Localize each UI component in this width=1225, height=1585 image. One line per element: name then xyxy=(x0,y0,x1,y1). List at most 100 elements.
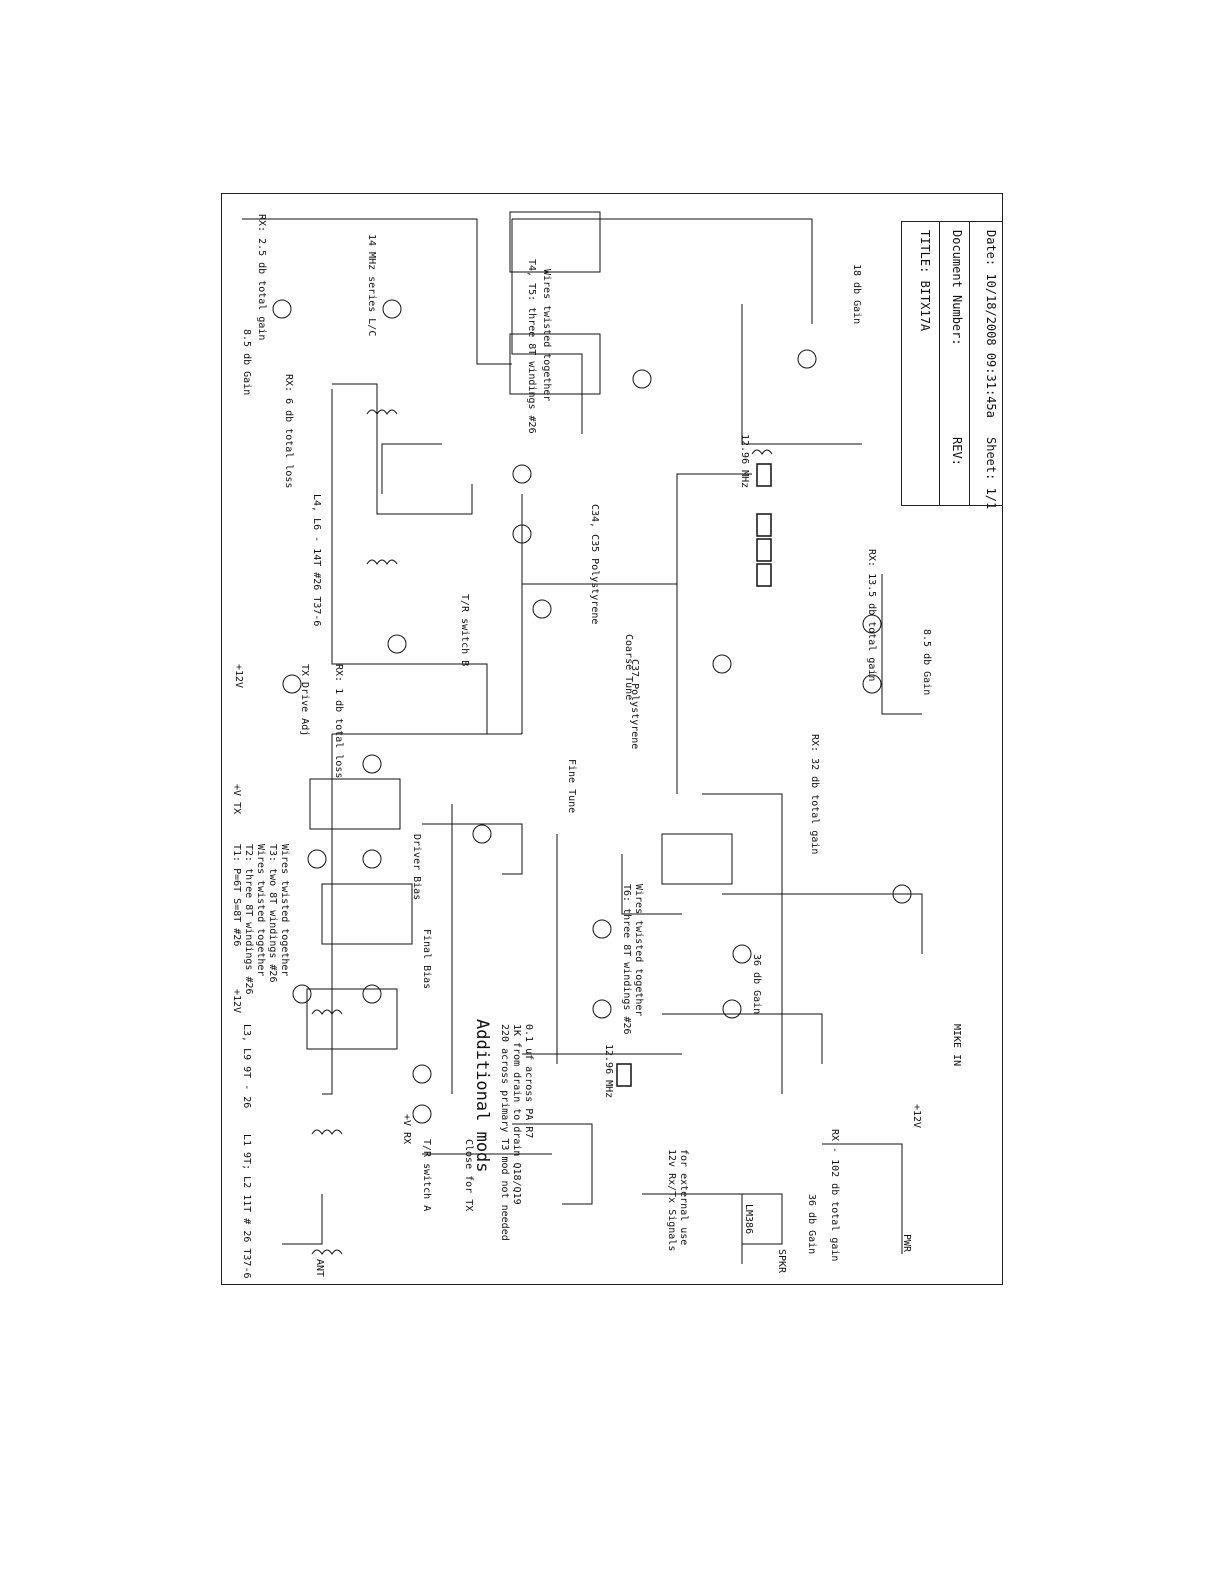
wire xyxy=(822,1143,903,1254)
transistor-q14 xyxy=(592,999,612,1019)
inductor-l6 xyxy=(366,409,398,415)
transistor-q20 xyxy=(282,674,302,694)
crystal-label: 12.96 MHz xyxy=(603,1044,614,1099)
transistor-q8 xyxy=(532,599,552,619)
gain-label: 8.5 db Gain xyxy=(921,629,932,696)
inductor-l3 xyxy=(311,1009,343,1015)
crystal-label: 12.96 MHz xyxy=(739,434,750,489)
ic-label: LM386 xyxy=(743,1204,754,1235)
tr-switch-label: T/R switch A xyxy=(421,1139,432,1212)
series-lc-label: 14 MHz series L/C xyxy=(366,234,377,337)
wire xyxy=(722,893,923,954)
transistor-q9 xyxy=(797,349,817,369)
transistor-q19 xyxy=(362,849,382,869)
wire xyxy=(702,793,783,1094)
date-text: Date: 10/18/2008 09:31:45a xyxy=(984,230,998,418)
transistor-q11 xyxy=(862,614,882,634)
mods-note: 1K from drain to drain Q18/Q19 xyxy=(511,1024,522,1205)
inductor-l4 xyxy=(366,559,398,565)
loss-label: RX: 6 db total loss xyxy=(283,374,294,489)
transformer-note: T1: P=6T S=8T #26 xyxy=(231,844,242,947)
transistor-q6 xyxy=(512,464,532,484)
wire xyxy=(512,218,813,324)
inductor-note: L3, L9 9T - 26 xyxy=(241,1024,252,1109)
gain-label: RX: 13.5 db total gain xyxy=(866,549,877,682)
mods-title: Additional mods xyxy=(472,1019,492,1173)
wire xyxy=(676,473,752,584)
gain-label: 18 db Gain xyxy=(851,264,862,325)
polystyrene-note: C34, C35 Polystyrene xyxy=(589,504,600,625)
transformer-t2 xyxy=(321,883,413,945)
wire xyxy=(381,443,442,494)
transistor-q13 xyxy=(712,654,732,674)
inductor-note: L4, L6 - 14T #26 T37-6 xyxy=(311,494,322,627)
gain-label: RX: 2.5 db total gain xyxy=(256,214,267,341)
title-cell xyxy=(902,222,940,505)
wire xyxy=(332,383,473,515)
wire xyxy=(881,574,922,715)
power-label: PWR xyxy=(901,1234,912,1253)
mods-note: 0.1 uf across PA R7 xyxy=(523,1024,534,1139)
transistor-q2 xyxy=(362,984,382,1004)
ic-lm386 xyxy=(741,1193,783,1245)
supply-label: +12V xyxy=(233,664,244,689)
crystal-x4 xyxy=(756,563,772,587)
transformer-t4 xyxy=(509,333,601,395)
signals-note: for external use xyxy=(678,1149,689,1246)
transformer-note: T6: three 8T windings #26 xyxy=(621,884,632,1035)
rev-text: REV: xyxy=(950,437,964,466)
close-tx-label: Close for TX xyxy=(463,1139,474,1212)
document-cell xyxy=(940,222,970,505)
transistor-q18 xyxy=(307,849,327,869)
sheet-text: Sheet: 1/1 xyxy=(984,437,998,510)
transistor-q16 xyxy=(722,999,742,1019)
inductor-l5 xyxy=(751,449,773,455)
supply-label: +12V xyxy=(231,989,242,1014)
final-bias-label: Final Bias xyxy=(421,929,432,990)
wire xyxy=(741,304,862,445)
transformer-t5 xyxy=(509,211,601,273)
transistor-q23 xyxy=(387,634,407,654)
mic-label: MIKE IN xyxy=(951,1024,962,1067)
transformer-note: Wires twisted together xyxy=(255,844,266,977)
transistor-q15 xyxy=(892,884,912,904)
wire xyxy=(512,1123,593,1205)
transformer-t1 xyxy=(306,988,398,1050)
vtx-label: +V TX xyxy=(231,784,242,815)
transformer-t6 xyxy=(661,833,733,885)
transistor-q1 xyxy=(292,984,312,1004)
transistor-q26 xyxy=(472,824,492,844)
signals-note: 12v Rx/Tx Signals xyxy=(666,1149,677,1252)
gain-label: RX - 102 db total gain xyxy=(829,1129,840,1262)
title-block: TITLE: BITX17A Document Number: REV: Dat… xyxy=(901,221,1003,510)
transformer-note: Wires twisted together xyxy=(541,269,552,402)
wire xyxy=(642,1193,743,1264)
wire xyxy=(621,854,682,915)
speaker-label: SPKR xyxy=(776,1249,787,1274)
transformer-note: T2: three 8T windings #26 xyxy=(243,844,254,995)
transformer-note: Wires twisted together xyxy=(633,884,644,1017)
crystal-x2 xyxy=(756,513,772,537)
transistor-q22 xyxy=(412,1104,432,1124)
crystal-x1 xyxy=(756,463,772,487)
inductor-l2 xyxy=(311,1129,343,1135)
transformer-note: T4, T5: three 8T windings #26 xyxy=(526,259,537,434)
gain-label: 36 db Gain xyxy=(751,954,762,1015)
gain-label: 8.5 db Gain xyxy=(241,329,252,396)
tx-drive-label: TX Drive Adj xyxy=(299,664,310,737)
vrx-label: +V RX xyxy=(401,1114,412,1145)
fine-tune-label: Fine Tune xyxy=(566,759,577,814)
tr-switch-label: T/R switch B xyxy=(459,594,470,667)
crystal-x5 xyxy=(616,1063,632,1087)
transistor-q13b xyxy=(592,919,612,939)
transformer-note: T3: two 8T windings #26 xyxy=(267,844,278,983)
transformer-note: Wires twisted together xyxy=(279,844,290,977)
wire xyxy=(422,823,523,875)
schematic-sheet: RX: 2.5 db total gain 14 MHz series L/C … xyxy=(221,193,1003,1285)
wire xyxy=(322,734,333,1095)
loss-label: RX: 1 db total loss xyxy=(333,664,344,779)
transistor-q17 xyxy=(862,674,882,694)
transformer-t3 xyxy=(309,778,401,830)
transistor-q5 xyxy=(272,299,292,319)
wire xyxy=(331,389,522,735)
